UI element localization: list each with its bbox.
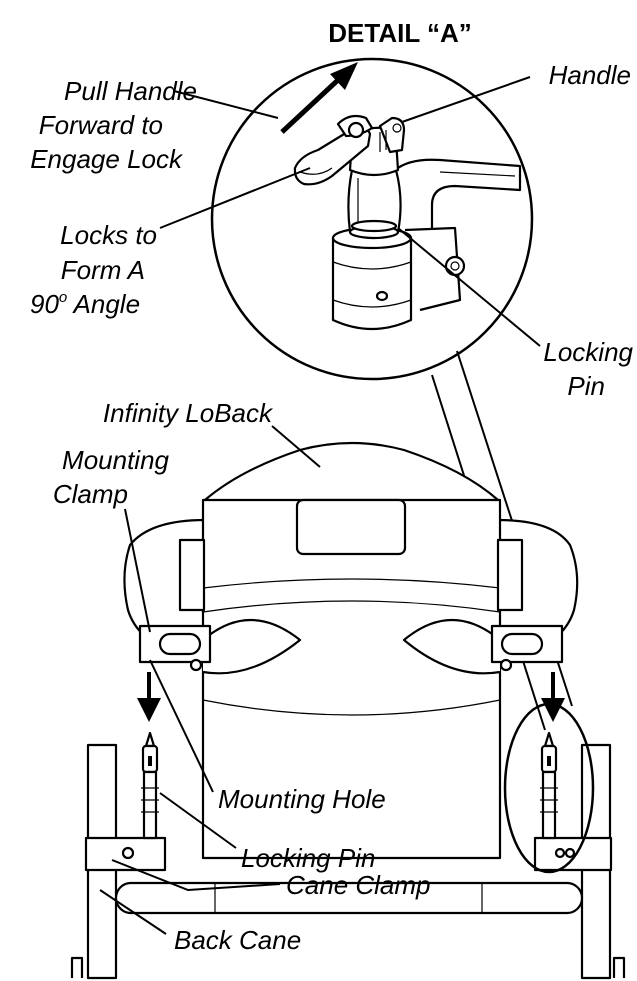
backrest bbox=[123, 441, 579, 860]
leader-infinity-loback bbox=[271, 425, 321, 468]
leader-cane-clamp bbox=[111, 859, 281, 892]
bracket-bolt bbox=[444, 255, 466, 277]
label-mounting-clamp: Mounting Clamp bbox=[53, 445, 170, 509]
clamp-cylinder bbox=[331, 236, 413, 331]
angle-value: 90 bbox=[30, 289, 59, 319]
locking-pin-detail-line2: Pin bbox=[567, 371, 605, 401]
frame-rail bbox=[394, 158, 522, 240]
detail-a-magnified-view bbox=[210, 57, 534, 381]
locks-to-line2: Form A bbox=[61, 255, 145, 285]
cross-brace bbox=[114, 881, 584, 915]
forward-arrow-icon bbox=[280, 62, 358, 134]
lock-lever bbox=[293, 125, 372, 186]
leader-locks-to bbox=[159, 167, 311, 229]
locks-to-line3: 90o Angle bbox=[30, 289, 140, 319]
leader-mounting-clamp bbox=[124, 508, 151, 633]
label-infinity-loback: Infinity LoBack bbox=[103, 398, 274, 428]
backrest-right-lobe bbox=[402, 619, 501, 675]
detail-a-reference-circle bbox=[503, 702, 595, 874]
leader-back-cane bbox=[99, 889, 167, 935]
leader-locking-pin-detail bbox=[397, 227, 541, 347]
detail-title: DETAIL “A” bbox=[328, 18, 471, 48]
label-cane-clamp: Cane Clamp bbox=[286, 870, 431, 900]
backrest-left-lobe bbox=[202, 619, 302, 675]
pull-handle-line3: Engage Lock bbox=[30, 144, 184, 174]
label-pull-handle: Pull Handle Forward to Engage Lock bbox=[30, 76, 197, 174]
down-arrow-icon bbox=[541, 672, 565, 722]
right-clamp-body bbox=[496, 538, 524, 612]
label-locking-pin: Locking Pin bbox=[241, 843, 375, 873]
down-arrow-icon bbox=[137, 672, 161, 722]
mounting-clamp-line2: Clamp bbox=[53, 479, 128, 509]
backrest-panel bbox=[201, 498, 502, 860]
backrest-handle-slot bbox=[295, 498, 407, 556]
left-clamp-body bbox=[178, 538, 206, 612]
locks-to-line1: Locks to bbox=[60, 220, 157, 250]
degree-mark: o bbox=[59, 289, 67, 306]
right-locking-pin bbox=[540, 731, 558, 840]
locking-pin-detail-line1: Locking bbox=[543, 337, 633, 367]
leader-mounting-hole bbox=[149, 659, 214, 793]
pull-handle-line2: Forward to bbox=[39, 110, 163, 140]
leader-handle bbox=[401, 76, 531, 123]
angle-word: Angle bbox=[67, 289, 140, 319]
left-locking-pin bbox=[141, 731, 159, 840]
left-foot bbox=[70, 956, 84, 978]
mounting-clamp-line1: Mounting bbox=[62, 445, 169, 475]
label-handle: Handle bbox=[549, 60, 631, 90]
wheelchair-frame bbox=[70, 702, 626, 980]
leader-pull-handle bbox=[173, 90, 279, 119]
leader-locking-pin bbox=[159, 792, 237, 849]
label-mounting-hole: Mounting Hole bbox=[218, 784, 386, 814]
label-locking-pin-detail: Locking Pin bbox=[543, 337, 633, 401]
label-locks-to: Locks to Form A 90o Angle bbox=[30, 220, 157, 319]
right-foot bbox=[612, 956, 626, 978]
label-back-cane: Back Cane bbox=[174, 925, 301, 955]
